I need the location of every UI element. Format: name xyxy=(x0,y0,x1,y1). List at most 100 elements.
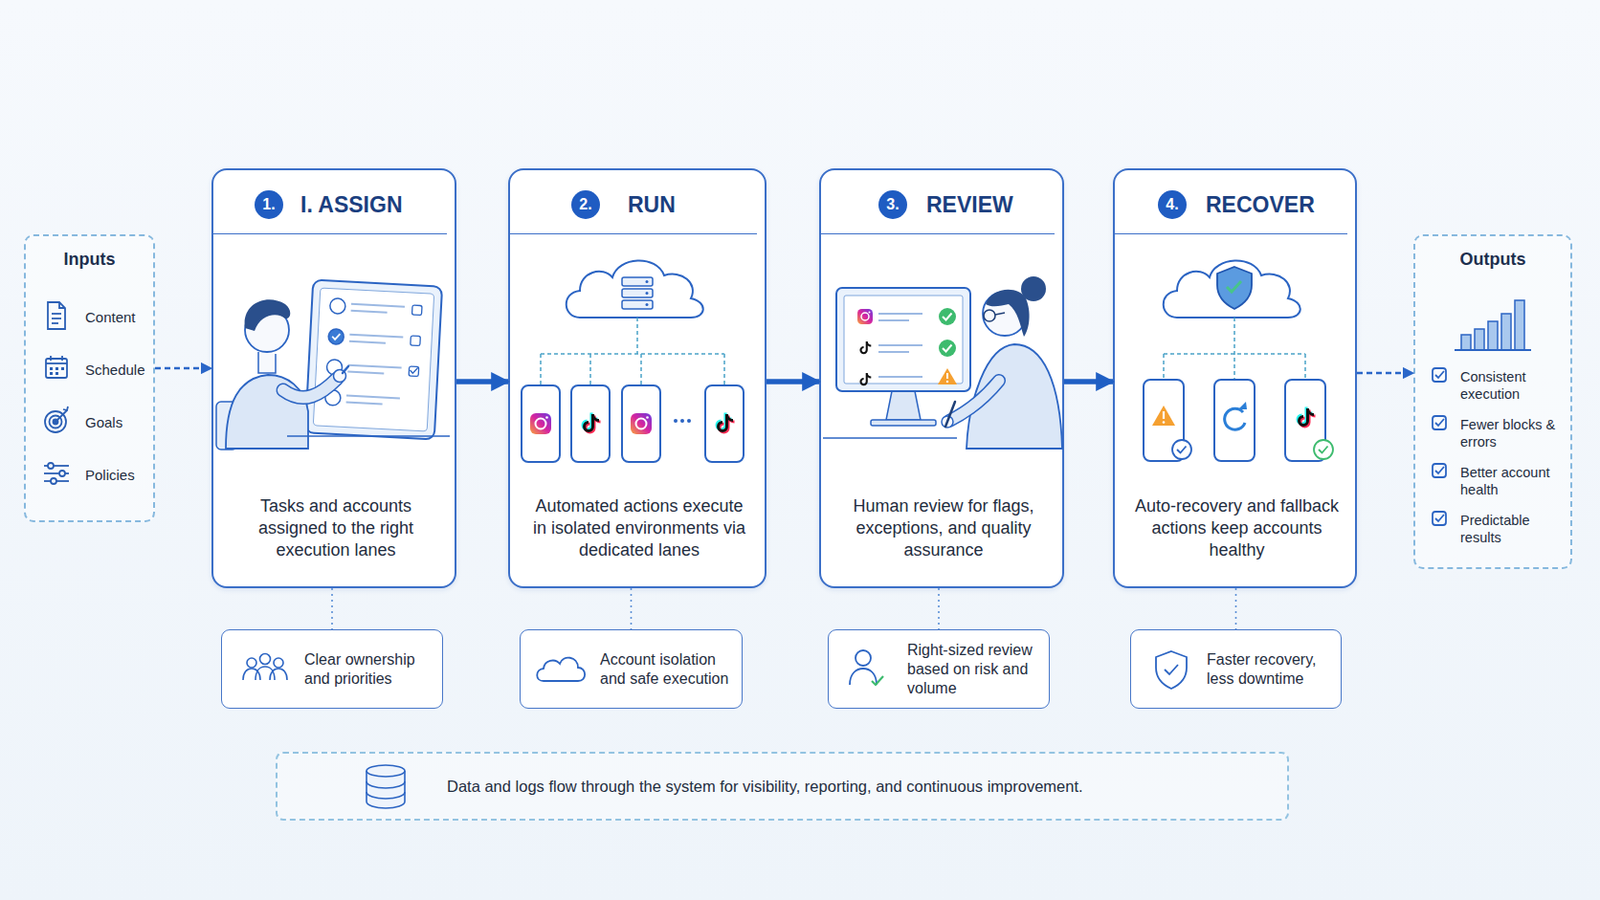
reviewer-at-monitor xyxy=(878,344,923,347)
calendar-icon xyxy=(49,372,53,376)
output-panel: OutputsConsistent executionFewer blocks … xyxy=(1413,234,1573,570)
sliders-icon xyxy=(44,480,69,483)
benefit-box: Right-sized review based on risk and vol… xyxy=(827,629,1050,710)
checkbox-icon xyxy=(1435,466,1445,474)
reviewer-at-monitor xyxy=(857,309,873,325)
cloud-recovery-phones xyxy=(1299,410,1316,429)
cloud-to-phones xyxy=(640,354,643,386)
step-number: 3. xyxy=(878,190,908,220)
benefit-text: Clear ownership and priorities xyxy=(304,650,435,689)
cloud-to-phones xyxy=(589,354,592,386)
person-at-tablet xyxy=(305,280,443,441)
bar-chart-icon xyxy=(1501,313,1512,351)
target-icon xyxy=(55,410,67,423)
cloud-to-phones xyxy=(622,288,653,298)
cloud-to-phones xyxy=(545,416,549,420)
step-box: 1.I. ASSIGNTasks and accounts assigned t… xyxy=(211,168,457,589)
benefit-box: Clear ownership and priorities xyxy=(221,629,444,710)
person-at-tablet xyxy=(326,358,343,376)
flow-arrow xyxy=(1235,588,1238,630)
cloud-recovery-phones xyxy=(1226,281,1242,292)
person-at-tablet xyxy=(333,370,347,383)
footer-note: Data and logs flow through the system fo… xyxy=(275,752,1289,822)
database-icon xyxy=(366,792,405,800)
step-number: 2. xyxy=(571,190,600,220)
checkbox-icon xyxy=(1435,371,1445,378)
reviewer-at-monitor xyxy=(878,313,923,384)
person-at-tablet xyxy=(328,329,345,346)
calendar-icon xyxy=(61,367,65,371)
reviewer-at-monitor xyxy=(942,345,953,353)
reviewer-at-monitor xyxy=(878,312,923,315)
cloud-to-phones xyxy=(636,317,639,355)
target-icon xyxy=(63,406,68,411)
checkbox-icon xyxy=(1432,511,1446,526)
cloud-to-phones xyxy=(571,385,610,463)
cloud-to-phones xyxy=(645,291,649,295)
cloud-recovery-phones xyxy=(1143,379,1326,462)
person-at-tablet xyxy=(351,304,405,308)
cloud-to-phones xyxy=(530,413,552,435)
document-icon xyxy=(47,302,66,330)
step-description: Auto-recovery and fallback actions keep … xyxy=(1132,495,1342,562)
reviewer-at-monitor xyxy=(946,373,949,379)
people-icon xyxy=(243,668,261,681)
cloud-to-phones xyxy=(630,413,652,435)
user-check-icon xyxy=(855,650,871,667)
sliders-icon xyxy=(44,463,69,485)
cloud-to-phones xyxy=(521,385,560,463)
cloud-to-phones xyxy=(645,416,649,420)
bar-chart-icon xyxy=(1474,329,1485,351)
cloud-to-phones xyxy=(535,419,547,430)
arrow-head xyxy=(155,368,1414,630)
benefit-box: Account isolation and safe execution xyxy=(519,629,743,710)
step-title: REVIEW xyxy=(926,190,1089,220)
panel-heading: Outputs xyxy=(1415,249,1571,270)
step-box: 4.RECOVERAuto-recovery and fallback acti… xyxy=(1112,168,1357,589)
person-at-tablet xyxy=(324,389,341,406)
step-description: Tasks and accounts assigned to the right… xyxy=(230,495,442,562)
checkbox-icon xyxy=(1432,416,1446,430)
people-icon xyxy=(246,658,257,668)
panel-heading: Inputs xyxy=(25,249,154,270)
cloud-to-phones xyxy=(622,300,653,310)
calendar-icon xyxy=(55,372,59,376)
person-at-tablet xyxy=(347,372,384,375)
step-number: 4. xyxy=(1157,190,1187,220)
reviewer-at-monitor xyxy=(938,308,956,326)
checkbox-icon xyxy=(1432,368,1446,382)
reviewer-at-monitor xyxy=(941,416,954,428)
header-rule xyxy=(1114,233,1348,235)
step-box: 3.REVIEWHuman review for flags, exceptio… xyxy=(819,168,1065,589)
flow-arrow xyxy=(155,367,212,371)
cloud-recovery-phones xyxy=(1162,354,1165,380)
people-icon xyxy=(273,658,284,668)
cloud-to-phones xyxy=(581,413,599,432)
cloud-recovery-phones xyxy=(1233,317,1236,380)
person-at-tablet xyxy=(283,378,337,399)
cloud-recovery-phones xyxy=(1297,408,1314,427)
footer-text: Data and logs flow through the system fo… xyxy=(446,777,1270,797)
person-at-tablet xyxy=(349,341,386,344)
reviewer-at-monitor xyxy=(938,339,956,357)
reviewer-at-monitor xyxy=(966,344,1063,449)
reviewer-at-monitor xyxy=(995,312,1005,315)
person-at-tablet xyxy=(258,352,276,374)
shield-icon xyxy=(1155,651,1187,689)
cloud-recovery-phones xyxy=(1304,354,1307,380)
cloud-to-phones xyxy=(584,416,601,435)
cloud-to-phones xyxy=(673,419,678,423)
reviewer-at-monitor xyxy=(983,310,996,322)
person-at-tablet xyxy=(305,280,443,441)
cloud-to-phones xyxy=(705,385,744,463)
cloud-to-phones xyxy=(539,354,542,386)
reviewer-at-monitor xyxy=(878,351,910,354)
output-item: Better account health xyxy=(1460,464,1560,499)
cloud-to-phones xyxy=(718,416,735,435)
person-at-tablet xyxy=(349,334,403,338)
person-at-tablet xyxy=(216,280,450,450)
cloud-icon xyxy=(536,658,585,682)
person-at-tablet xyxy=(410,335,422,347)
